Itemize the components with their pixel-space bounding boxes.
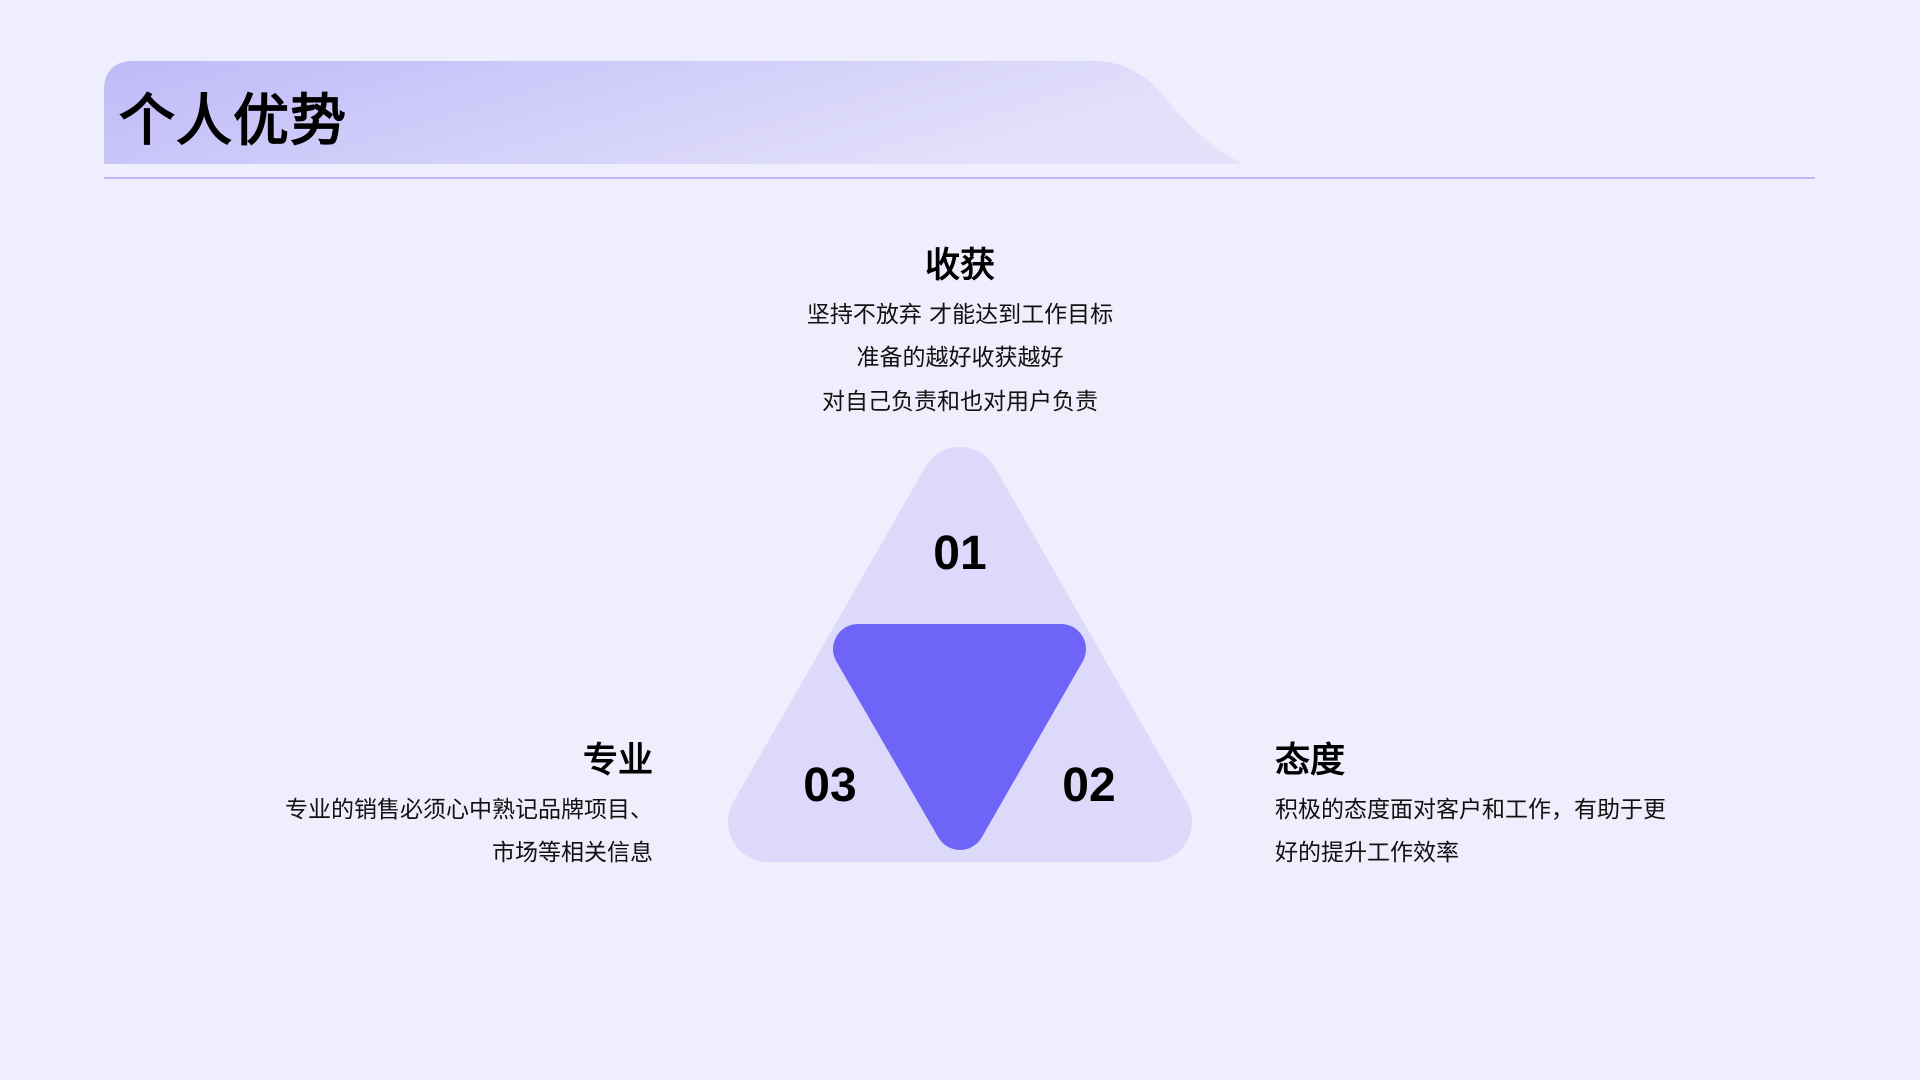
header-divider <box>104 177 1815 179</box>
section-title-attitude: 态度 <box>1275 741 1346 781</box>
page-title: 个人优势 <box>119 89 347 154</box>
section-title-harvest: 收获 <box>924 246 995 286</box>
section-text-line: 专业的销售必须心中熟记品牌项目、 <box>285 797 653 823</box>
section-text-line: 积极的态度面对客户和工作，有助于更 <box>1275 797 1666 823</box>
inner-triangle <box>833 624 1086 850</box>
section-text-line: 市场等相关信息 <box>492 840 653 866</box>
number-02: 02 <box>1062 759 1116 812</box>
section-title-professional: 专业 <box>582 741 653 781</box>
section-text-line: 准备的越好收获越好 <box>856 345 1064 371</box>
section-text-line: 好的提升工作效率 <box>1275 840 1459 866</box>
number-03: 03 <box>803 759 857 812</box>
section-text-line: 对自己负责和也对用户负责 <box>822 389 1098 415</box>
header-band <box>104 61 1244 164</box>
number-01: 01 <box>933 527 987 580</box>
section-text-line: 坚持不放弃 才能达到工作目标 <box>806 302 1114 328</box>
